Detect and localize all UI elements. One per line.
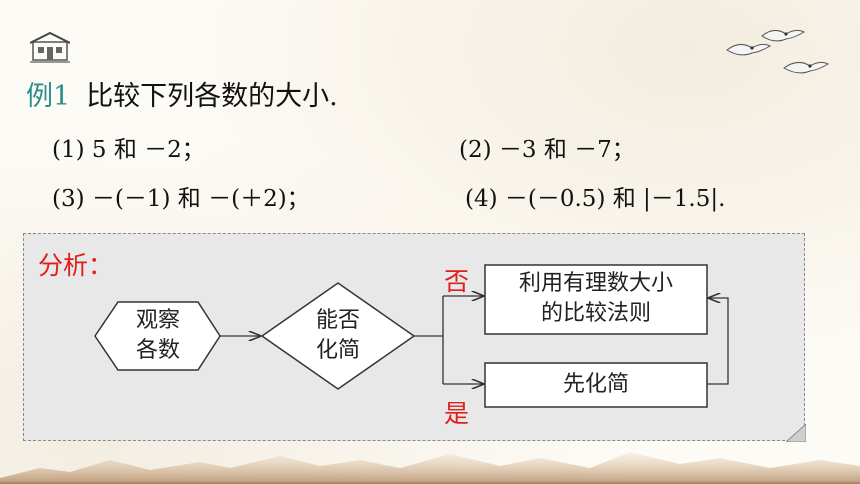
- yes-branch-label: 是: [444, 399, 470, 428]
- example-label: 例1: [26, 81, 71, 112]
- yes-box-text: 先化简: [562, 372, 629, 397]
- example-title: 比较下列各数的大小.: [86, 81, 338, 112]
- decision-node-line-1: 能否: [315, 308, 360, 333]
- yes-branch-box: [484, 362, 708, 408]
- no-box-text: 利用有理数大小 的比较法则: [485, 269, 707, 329]
- cranes-decoration-icon: [726, 29, 830, 74]
- analysis-label: 分析：: [38, 251, 114, 280]
- page-fold-icon: [786, 424, 806, 442]
- problem-3: (3) －(－1) 和 －(＋2)；: [52, 186, 310, 212]
- problem-4: (4) －(－0.5) 和 |－1.5|.: [465, 186, 726, 212]
- building-logo-icon: [30, 31, 70, 63]
- example-title-row: 例1 比较下列各数的大小.: [26, 74, 338, 113]
- no-branch-box: [484, 264, 708, 335]
- start-node-line-1: 观察: [135, 308, 180, 333]
- start-node-text: 观察 各数: [108, 306, 208, 366]
- no-branch-label: 否: [444, 267, 470, 296]
- start-node-line-2: 各数: [135, 338, 180, 363]
- decision-node-text: 能否 化简: [288, 306, 388, 366]
- decision-node-line-2: 化简: [315, 338, 360, 363]
- no-box-line-1: 利用有理数大小: [518, 271, 673, 296]
- loop-back-arrow: [707, 298, 729, 385]
- problem-1: (1) 5 和 －2；: [52, 137, 205, 163]
- no-box-line-2: 的比较法则: [540, 301, 651, 326]
- problem-2: (2) －3 和 －7；: [459, 137, 635, 163]
